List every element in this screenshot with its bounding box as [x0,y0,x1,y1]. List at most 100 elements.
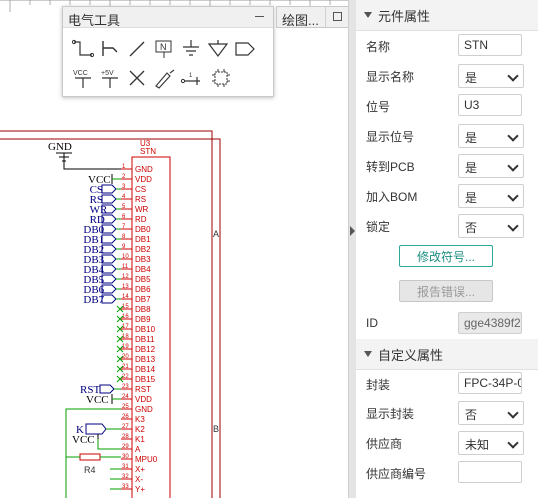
vcc-tool-icon[interactable]: VCC [72,67,94,89]
supplier-no-input[interactable] [458,461,522,483]
component-pin-number: 12 [122,274,129,280]
gnd-tool-icon[interactable] [180,38,202,60]
show-ref-value: 是 [465,131,478,145]
gnd-label: GND [48,141,72,153]
probe-tool-icon[interactable] [153,67,175,89]
net-port-shape [101,254,117,264]
component-pin-number: 15 [122,304,129,310]
component-pin-number: 16 [122,314,129,320]
net-label-tool-icon[interactable]: N [153,38,175,60]
supplier-label: 供应商 [366,437,403,451]
show-ref-select[interactable]: 是 [458,124,524,148]
net-port-shape [101,214,117,224]
net-label: RS [90,194,103,206]
net-port-shape [101,264,117,274]
collapse-triangle-icon[interactable] [364,351,372,357]
id-input[interactable]: gge4389f2 [458,312,522,334]
supplier-select[interactable]: 未知 [458,431,524,455]
bus-tool-icon[interactable] [99,38,121,60]
wire-tool-icon[interactable] [72,38,94,60]
component-pin-number: 6 [122,214,126,220]
restore-icon[interactable] [333,12,342,21]
package-row: 封装 FPC-34P-0 [356,369,538,399]
svg-text:VCC: VCC [73,70,88,77]
lock-label: 锁定 [366,220,391,234]
report-error-button[interactable]: 报告错误... [399,280,493,302]
component-pin-name: K1 [135,435,145,444]
name-input[interactable]: STN [458,34,522,56]
component-pin-name: DB0 [135,225,151,234]
no-connect-tool-icon[interactable] [126,67,148,89]
id-label: ID [366,316,378,330]
custom-properties-header[interactable]: 自定义属性 [356,339,538,370]
bus-entry-tool-icon[interactable] [126,38,148,60]
electric-tools-titlebar[interactable]: 电气工具 [63,7,273,28]
gnd-symbol [56,152,121,170]
schematic-drawing[interactable]: ABU3STNGND1VDD2CS3RS4WR5RD6DB07DB18DB29D… [0,0,348,498]
k-label: K [76,424,84,436]
show-package-select[interactable]: 否 [458,401,524,425]
component-pin-number: 18 [122,334,129,340]
component-pin-name: WR [135,205,149,214]
lock-row: 锁定 否 [356,211,538,241]
plus5v-tool-icon[interactable]: +5V [99,67,121,89]
show-package-value: 否 [465,408,478,422]
component-pin-name: RS [135,195,146,204]
component-tool-icon[interactable] [210,67,232,89]
ref-row: 位号 U3 [356,91,538,121]
net-label: DB7 [83,294,104,306]
electric-tools-window[interactable]: 电气工具 N VCC +5V 1 [62,6,274,97]
drawing-tools-window[interactable]: 绘图... [276,6,350,28]
net-label: DB5 [83,274,104,286]
component-pin-name: DB12 [135,345,156,354]
component-pin-name: DB4 [135,265,151,274]
net-port-shape [101,284,117,294]
collapse-arrow-icon[interactable] [350,226,355,236]
pin-tool-icon[interactable]: 1 [180,67,202,89]
wire [97,439,121,450]
component-pin-number: 27 [122,424,129,430]
drawing-tools-title: 绘图... [282,13,319,28]
component-pin-number: 29 [122,444,129,450]
panel-splitter[interactable] [348,0,357,498]
to-pcb-label: 转到PCB [366,160,415,174]
component-pin-name: RD [135,215,147,224]
component-pin-number: 10 [122,254,129,260]
collapse-triangle-icon[interactable] [364,12,372,18]
ref-input[interactable]: U3 [458,94,522,116]
supplier-no-row: 供应商编号 [356,458,538,488]
minimize-icon[interactable] [255,16,264,17]
chevron-down-icon [507,160,519,172]
supplier-value: 未知 [465,438,490,452]
component-pin-number: 23 [122,384,129,390]
id-row: ID gge4389f2 [356,309,538,339]
net-label: DB2 [83,244,104,256]
component-pin-number: 32 [122,474,129,480]
modify-symbol-button[interactable]: 修改符号... [399,245,493,267]
net-port-shape [99,384,115,394]
package-input[interactable]: FPC-34P-0 [458,372,522,394]
net-label: DB0 [83,224,104,236]
show-name-select[interactable]: 是 [458,64,524,88]
component-pin-name: CS [135,185,146,194]
frame-zone-label: A [213,229,219,239]
supplier-row: 供应商 未知 [356,428,538,458]
show-name-row: 显示名称 是 [356,61,538,91]
frame-border [0,130,213,498]
lock-select[interactable]: 否 [458,214,524,238]
net-flag-tool-icon[interactable] [207,38,229,60]
component-pin-name: DB15 [135,375,156,384]
component-pin-name: VDD [135,395,152,404]
add-bom-select[interactable]: 是 [458,184,524,208]
no-connect-marker [116,365,124,373]
component-properties-header[interactable]: 元件属性 [356,0,538,31]
to-pcb-select[interactable]: 是 [458,154,524,178]
component-pin-name: DB6 [135,285,151,294]
component-pin-name: K2 [135,425,145,434]
vcc-label: VCC [72,434,95,446]
net-port-tool-icon[interactable] [234,38,256,60]
add-bom-row: 加入BOM 是 [356,181,538,211]
add-bom-label: 加入BOM [366,190,418,204]
component-pin-name: DB11 [135,335,155,344]
net-port-shape [101,294,117,304]
